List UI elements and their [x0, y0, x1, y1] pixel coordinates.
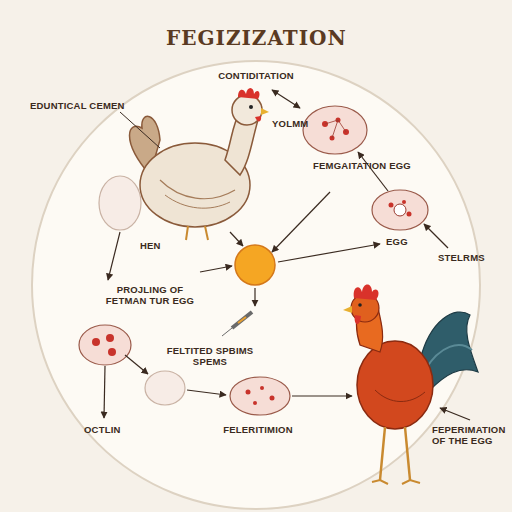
text-label: HEN — [140, 240, 180, 251]
text-label: CONTIDITATION — [196, 70, 316, 81]
text-label: FELERITIMION — [213, 424, 303, 435]
flow-arrow — [104, 90, 470, 420]
title: FEGIZIZATION — [166, 26, 347, 50]
text-label: STELRMS — [438, 252, 508, 263]
text-label: OCTLIN — [84, 424, 144, 435]
text-label: FEMGAITATION EGG — [312, 160, 412, 171]
leader-line — [120, 112, 160, 148]
background-circle — [32, 61, 480, 509]
yolk — [235, 245, 275, 285]
cell-oval — [230, 377, 290, 415]
cell-oval — [303, 106, 367, 154]
text-label: EDUNTICAL CEMEN — [30, 100, 125, 111]
text-label: PROJLING OF FETMAN TUR EGG — [100, 284, 200, 306]
egg — [99, 176, 141, 230]
text-label: FEPERIMATION OF THE EGG — [432, 424, 508, 446]
cell-oval — [79, 325, 131, 365]
syringe — [222, 312, 252, 336]
hen-illustration — [130, 88, 270, 240]
rooster-illustration — [343, 285, 478, 485]
egg — [145, 371, 185, 405]
text-label: YOLMM — [272, 118, 322, 129]
cell-oval — [372, 190, 428, 230]
text-label: FELTITED SPBIMS SPEMS — [162, 345, 258, 367]
text-label: EGG — [386, 236, 426, 247]
